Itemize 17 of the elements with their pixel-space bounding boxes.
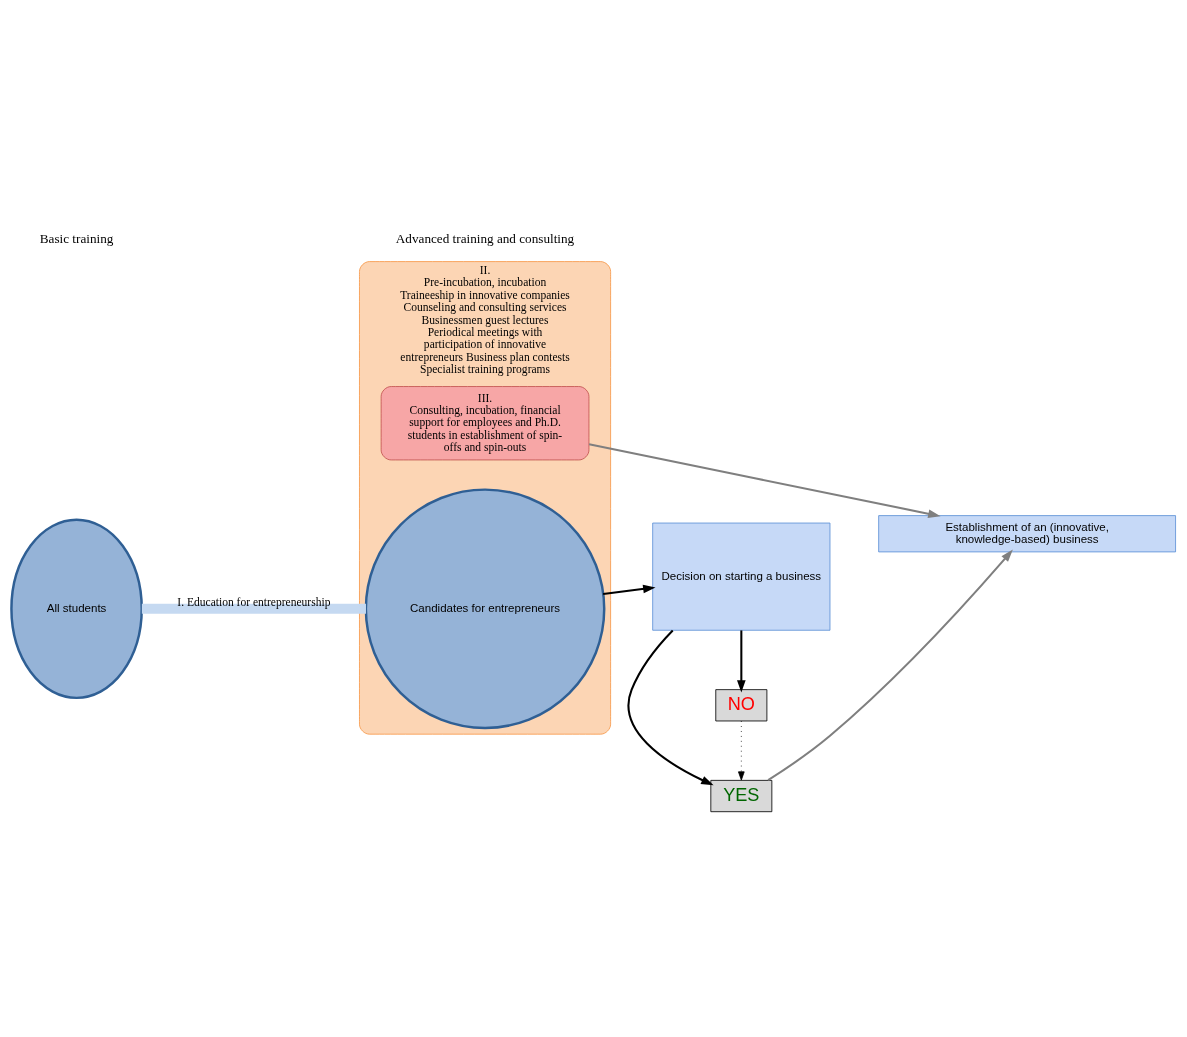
label: Basic training	[39, 231, 114, 247]
node-ellipse: All students	[10, 518, 143, 700]
arrow	[603, 584, 656, 596]
edge-label: I. Education for entrepreneurship	[177, 595, 331, 608]
node-box: III. Consulting, incubation, financial support for employees and Ph.D. students in establishment of spin-offs and spin-outs	[380, 386, 590, 461]
node-box: YES	[710, 779, 773, 813]
node-box: Establishment of an (innovative, knowledge-based) business	[878, 515, 1176, 553]
arrow	[767, 549, 1013, 782]
connector	[141, 603, 366, 614]
node-circle: Candidates for entrepreneurs	[364, 488, 606, 730]
arrow	[738, 720, 745, 781]
node-box: NO	[715, 689, 768, 722]
arrow	[627, 629, 714, 786]
arrow	[588, 443, 941, 518]
arrow	[737, 630, 746, 693]
label: Advanced training and consulting	[395, 231, 575, 247]
node-box: Decision on starting a business	[652, 522, 831, 631]
